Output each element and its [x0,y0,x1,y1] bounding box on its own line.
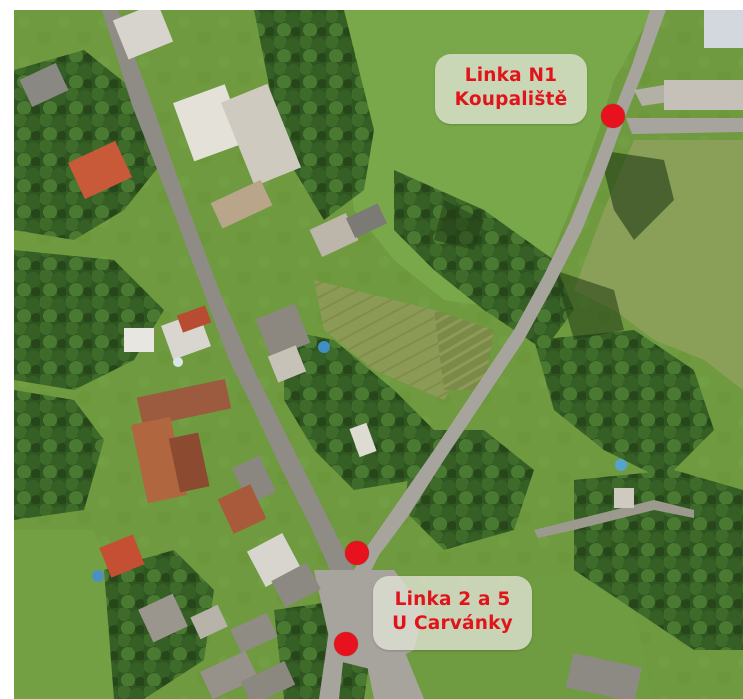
stop-label-n1-name: Koupaliště [454,89,568,110]
stop-label-n1-line: Linka N1 [464,65,558,86]
stop-label-lines-2-5-name: U Carvánky [392,613,513,634]
map-frame[interactable]: Linka N1 Koupaliště Linka 2 a 5 U Carván… [14,10,743,699]
stop-label-n1: Linka N1 Koupaliště [435,54,587,124]
stop-label-lines-2-5-line: Linka 2 a 5 [394,589,511,610]
stop-label-lines-2-5: Linka 2 a 5 U Carvánky [373,576,532,650]
stop-marker-lines-2-5-south[interactable] [334,632,358,656]
stop-marker-lines-2-5-north[interactable] [345,541,369,565]
buildings [19,10,743,699]
stop-marker-n1[interactable] [601,104,625,128]
